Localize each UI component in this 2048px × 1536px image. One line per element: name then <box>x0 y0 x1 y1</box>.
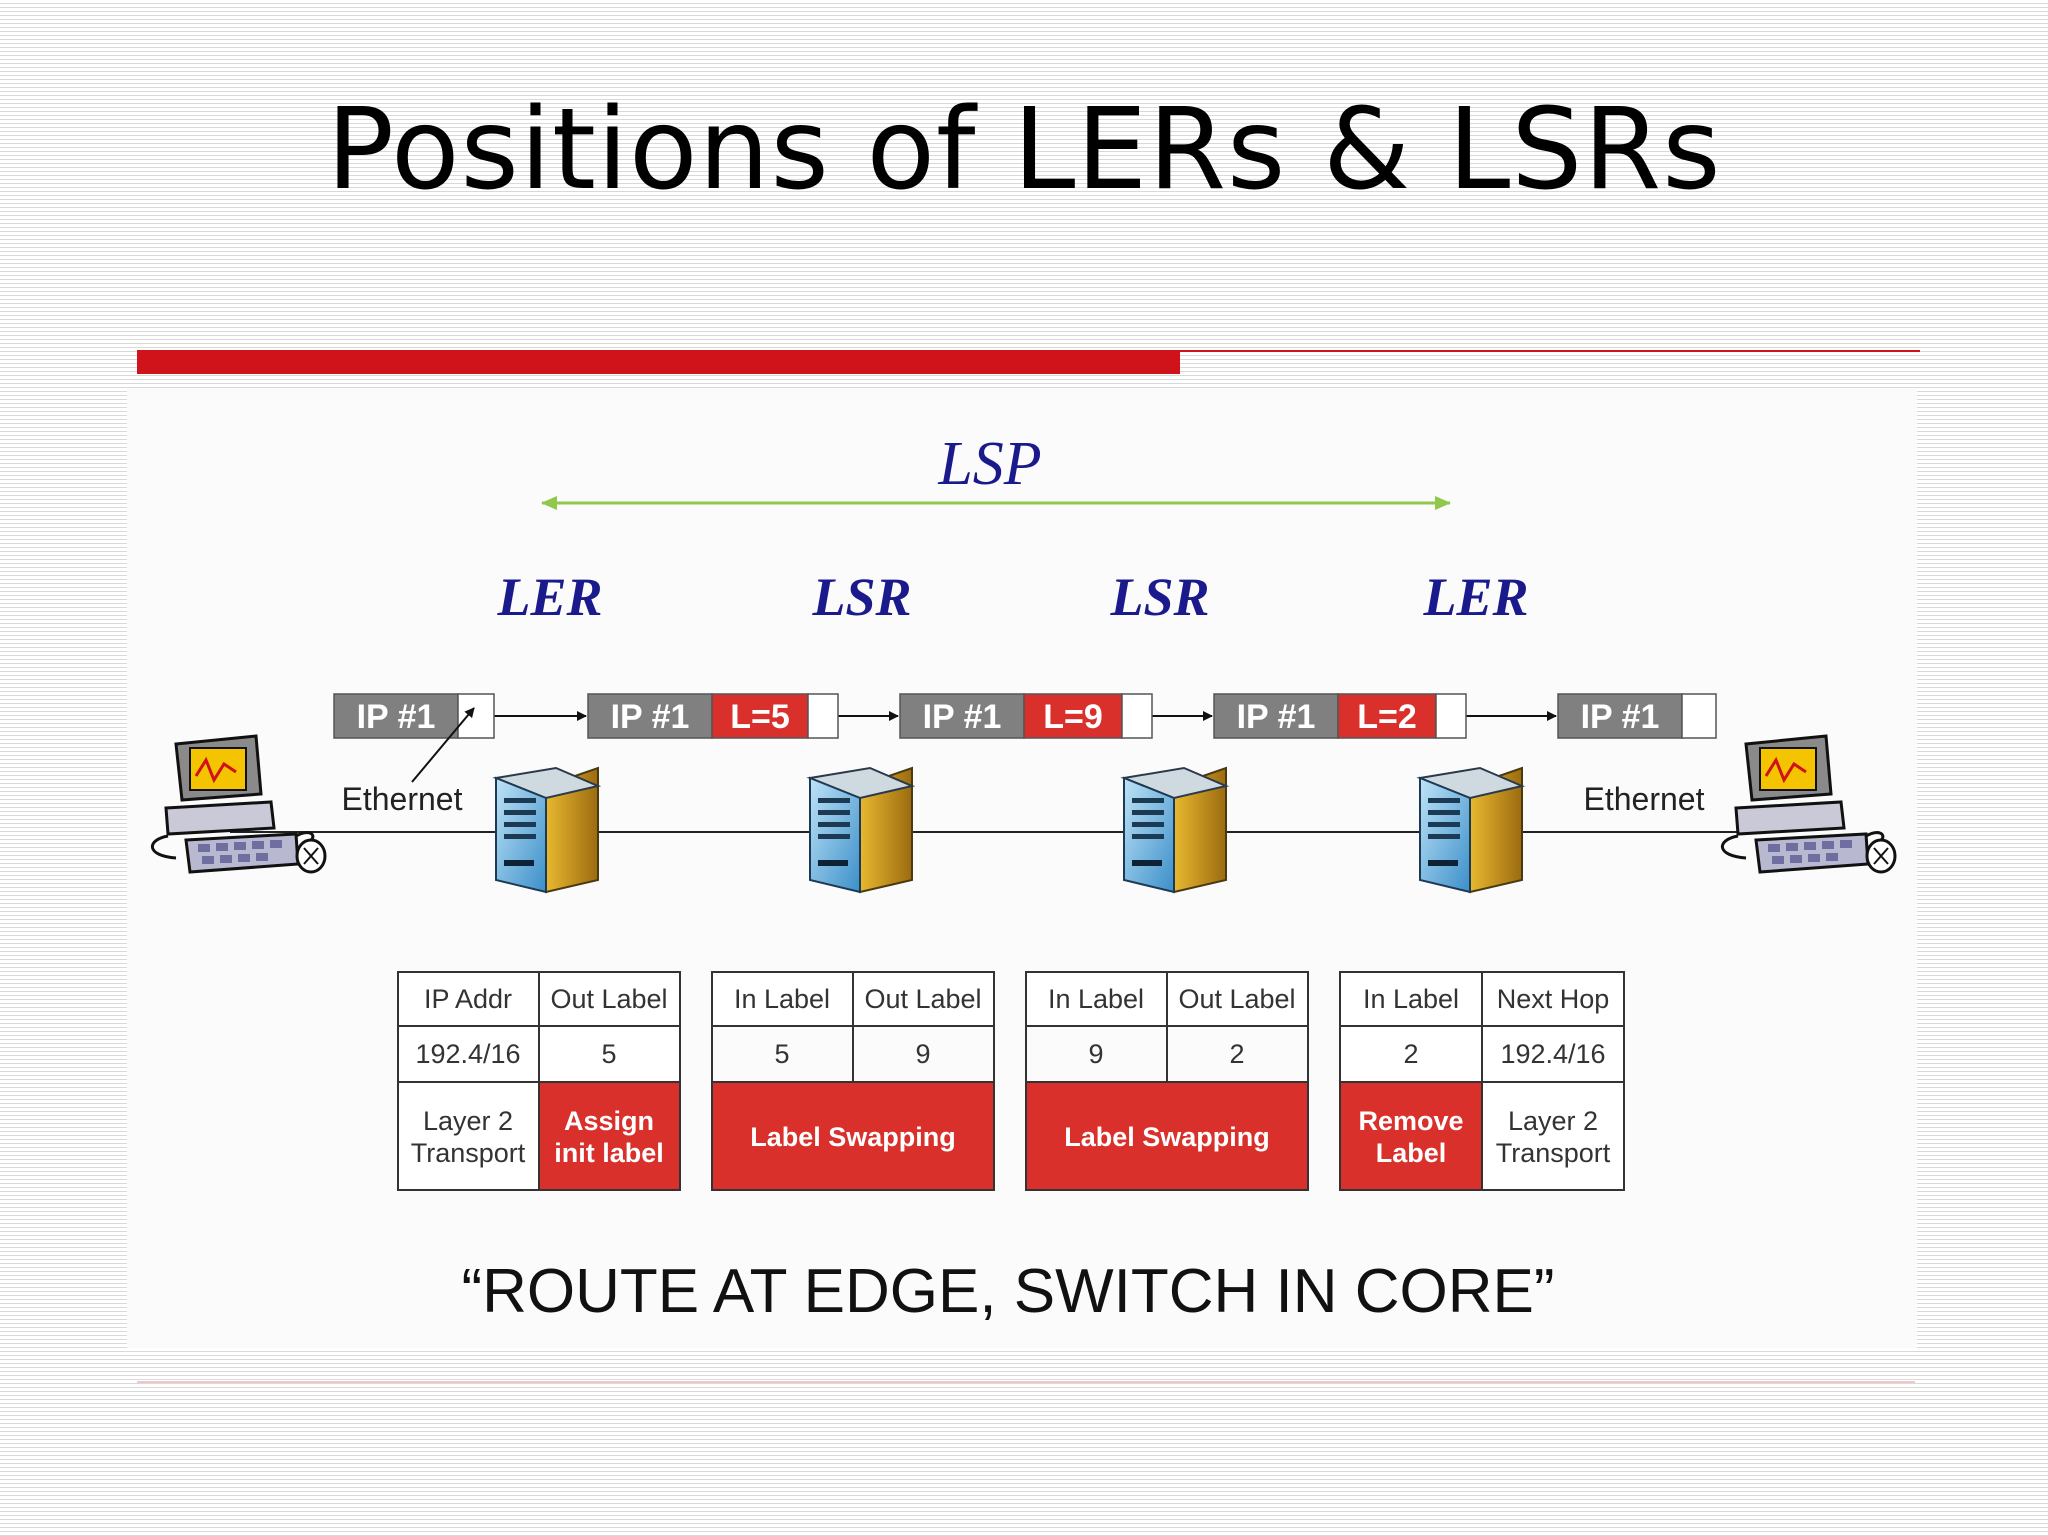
table-action-text: Layer 2 <box>423 1106 513 1136</box>
lsp-label: LSP <box>937 430 1041 498</box>
table-header-cell: Out Label <box>864 984 981 1014</box>
packet-ip-label: IP #1 <box>1581 698 1660 736</box>
table-action-text: Transport <box>1496 1138 1611 1168</box>
packet-label-9: IP #1 L=9 <box>899 693 1153 739</box>
table-header-cell: Next Hop <box>1497 984 1610 1014</box>
packet-label-2: IP #1 L=2 <box>1213 693 1467 739</box>
table-value-cell: 5 <box>774 1039 789 1069</box>
packet-egress: IP #1 <box>1557 693 1717 739</box>
ethernet-label-right: Ethernet <box>1584 781 1705 817</box>
table-lsr-2: In Label Out Label 9 2 Label Swapping <box>1025 971 1309 1191</box>
slide-title: Positions of LERs & LSRs <box>326 85 1722 215</box>
table-action-text: Label Swapping <box>750 1122 956 1152</box>
packet-label-5: IP #1 L=5 <box>587 693 839 739</box>
table-header-cell: In Label <box>734 984 830 1014</box>
table-ler-egress: In Label Next Hop 2 192.4/16 Remove Labe… <box>1339 971 1625 1191</box>
table-header-cell: In Label <box>1048 984 1144 1014</box>
packet-mpls-label: L=9 <box>1043 698 1103 736</box>
ethernet-pointer-arrow <box>411 707 475 783</box>
table-header-cell: Out Label <box>550 984 667 1014</box>
table-action-text: Label Swapping <box>1064 1122 1270 1152</box>
table-header-cell: In Label <box>1363 984 1459 1014</box>
table-value-cell: 2 <box>1229 1039 1244 1069</box>
packet-ip-label: IP #1 <box>611 698 690 736</box>
lsr-2-server-icon <box>1123 767 1227 893</box>
node-label-ler-ingress: LER <box>496 567 602 627</box>
title-underline-thick <box>137 350 1180 374</box>
table-lsr-1: In Label Out Label 5 9 Label Swapping <box>711 971 995 1191</box>
table-value-cell: 192.4/16 <box>1500 1039 1605 1069</box>
table-value-cell: 2 <box>1403 1039 1418 1069</box>
host-computer-left-icon <box>150 734 327 874</box>
table-header-cell: IP Addr <box>424 984 512 1014</box>
packet-mpls-label: L=5 <box>730 698 790 736</box>
motto-text: “ROUTE AT EDGE, SWITCH IN CORE” <box>461 1257 1554 1326</box>
ler-egress-server-icon <box>1419 767 1523 893</box>
table-value-cell: 192.4/16 <box>415 1039 520 1069</box>
table-value-cell: 9 <box>1088 1039 1103 1069</box>
host-computer-right-icon <box>1720 734 1897 874</box>
table-action-text: Label <box>1376 1138 1447 1168</box>
packet-mpls-label: L=2 <box>1357 698 1417 736</box>
table-action-text: Layer 2 <box>1508 1106 1598 1136</box>
packet-ip-label: IP #1 <box>923 698 1002 736</box>
ethernet-label-left: Ethernet <box>342 781 463 817</box>
lsr-1-server-icon <box>809 767 913 893</box>
node-label-lsr-1: LSR <box>811 567 911 627</box>
table-header-cell: Out Label <box>1178 984 1295 1014</box>
table-action-text: Transport <box>411 1138 526 1168</box>
table-value-cell: 5 <box>601 1039 616 1069</box>
footer-rule <box>137 1381 1915 1383</box>
packet-ingress: IP #1 <box>333 693 495 739</box>
table-ler-ingress: IP Addr Out Label 192.4/16 5 Layer 2 Tra… <box>397 971 681 1191</box>
node-label-lsr-2: LSR <box>1109 567 1209 627</box>
table-action-text: init label <box>554 1138 664 1168</box>
packet-ip-label: IP #1 <box>1237 698 1316 736</box>
title-underline-thin <box>1180 350 1920 352</box>
table-value-cell: 9 <box>915 1039 930 1069</box>
node-label-ler-egress: LER <box>1422 567 1528 627</box>
ler-ingress-server-icon <box>495 767 599 893</box>
packet-ip-label: IP #1 <box>357 698 436 736</box>
table-action-text: Remove <box>1358 1106 1463 1136</box>
table-action-text: Assign <box>564 1106 654 1136</box>
